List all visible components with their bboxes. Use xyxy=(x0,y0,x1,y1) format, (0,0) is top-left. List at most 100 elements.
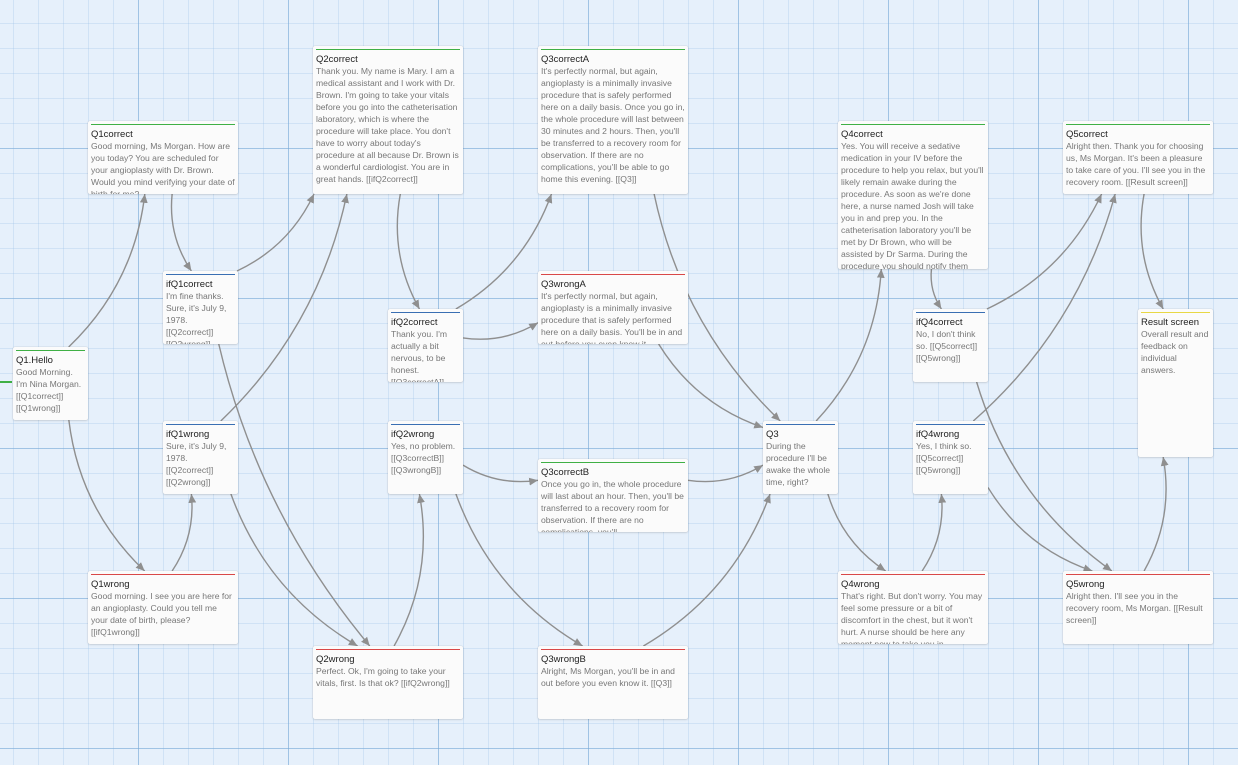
passage-ifq2correct[interactable]: ifQ2correct Thank you. I'm actually a bi… xyxy=(388,309,463,382)
passage-excerpt: Once you go in, the whole procedure will… xyxy=(541,479,684,532)
passage-excerpt: Good Morning. I'm Nina Morgan. [[Q1corre… xyxy=(16,367,82,413)
link-arrow-q3wronga-to-q3 xyxy=(658,343,764,429)
passage-excerpt: Yes, I think so. [[Q5correct]] [[Q5wrong… xyxy=(916,441,972,475)
link-arrow-q3-to-q4correct xyxy=(815,268,885,422)
passage-excerpt: Alright then. I'll see you in the recove… xyxy=(1066,591,1203,625)
passage-color-bar xyxy=(166,424,235,425)
passage-color-bar xyxy=(91,574,235,575)
link-arrow-ifq4wrong-to-q5wrong xyxy=(987,487,1093,572)
passage-excerpt: Good morning, Ms Morgan. How are you tod… xyxy=(91,141,235,194)
passage-title: Q3correctA xyxy=(541,54,590,65)
passage-title: Q3correctB xyxy=(541,467,590,478)
passage-excerpt: Thank you. My name is Mary. I am a medic… xyxy=(316,66,459,184)
passage-excerpt: Overall result and feedback on individua… xyxy=(1141,329,1209,375)
passage-color-bar xyxy=(1066,574,1210,575)
passage-color-bar xyxy=(316,49,460,50)
passage-q4correct[interactable]: Q4correct Yes. You will receive a sedati… xyxy=(838,121,988,269)
passage-color-bar xyxy=(91,124,235,125)
passage-excerpt: Alright then. Thank you for choosing us,… xyxy=(1066,141,1206,187)
passage-title: ifQ1wrong xyxy=(166,429,210,440)
passage-title: Q1wrong xyxy=(91,579,130,590)
start-marker xyxy=(0,381,12,383)
passage-color-bar xyxy=(841,574,985,575)
passage-color-bar xyxy=(16,350,85,351)
link-arrow-ifq4correct-to-q5correct xyxy=(986,193,1103,310)
passage-q2wrong[interactable]: Q2wrong Perfect. Ok, I'm going to take y… xyxy=(313,646,463,719)
passage-title: Q3wrongB xyxy=(541,654,586,665)
passage-q1wrong[interactable]: Q1wrong Good morning. I see you are here… xyxy=(88,571,238,644)
link-arrow-q4correct-to-ifq4correct xyxy=(930,268,942,310)
passage-color-bar xyxy=(766,424,835,425)
passage-ifq1correct[interactable]: ifQ1correct I'm fine thanks. Sure, it's … xyxy=(163,271,238,344)
passage-title: Q4wrong xyxy=(841,579,880,590)
passage-result-screen[interactable]: Result screen Overall result and feedbac… xyxy=(1138,309,1213,457)
passage-q4wrong[interactable]: Q4wrong That's right. But don't worry. Y… xyxy=(838,571,988,644)
passage-color-bar xyxy=(541,49,685,50)
passage-title: Q2wrong xyxy=(316,654,355,665)
passage-color-bar xyxy=(841,124,985,125)
link-arrow-q2correct-to-ifq2correct xyxy=(396,193,421,310)
link-arrow-q1wrong-to-ifq1wrong xyxy=(171,493,197,572)
passage-color-bar xyxy=(541,274,685,275)
passage-title: Q1.Hello xyxy=(16,355,53,366)
passage-color-bar xyxy=(1066,124,1210,125)
passage-q1-hello[interactable]: Q1.Hello Good Morning. I'm Nina Morgan. … xyxy=(13,347,88,420)
link-arrow-ifq1correct-to-q2correct xyxy=(236,193,315,272)
passage-excerpt: I'm fine thanks. Sure, it's July 9, 1978… xyxy=(166,291,227,344)
passage-title: Q2correct xyxy=(316,54,358,65)
passage-ifq4wrong[interactable]: ifQ4wrong Yes, I think so. [[Q5correct]]… xyxy=(913,421,988,494)
passage-q3correcta[interactable]: Q3correctA It's perfectly normal, but ag… xyxy=(538,46,688,194)
passage-q5correct[interactable]: Q5correct Alright then. Thank you for ch… xyxy=(1063,121,1213,194)
passage-ifq1wrong[interactable]: ifQ1wrong Sure, it's July 9, 1978. [[Q2c… xyxy=(163,421,238,494)
passage-color-bar xyxy=(916,312,985,313)
link-arrow-q2wrong-to-ifq2wrong xyxy=(393,493,425,647)
passage-title: ifQ4correct xyxy=(916,317,963,328)
passage-q3wrongb[interactable]: Q3wrongB Alright, Ms Morgan, you'll be i… xyxy=(538,646,688,719)
link-arrow-q5wrong-to-result xyxy=(1143,456,1169,572)
passage-title: ifQ2correct xyxy=(391,317,438,328)
passage-title: Q3 xyxy=(766,429,779,440)
passage-excerpt: That's right. But don't worry. You may f… xyxy=(841,591,983,644)
link-arrow-q1hello-to-q1wrong xyxy=(68,419,146,572)
link-arrow-q3-to-q4wrong xyxy=(827,493,887,572)
passage-excerpt: Yes. You will receive a sedative medicat… xyxy=(841,141,984,269)
passage-ifq4correct[interactable]: ifQ4correct No, I don't think so. [[Q5co… xyxy=(913,309,988,382)
passage-title: ifQ1correct xyxy=(166,279,213,290)
passage-q1correct[interactable]: Q1correct Good morning, Ms Morgan. How a… xyxy=(88,121,238,194)
passage-color-bar xyxy=(391,312,460,313)
passage-ifq2wrong[interactable]: ifQ2wrong Yes, no problem. [[Q3correctB]… xyxy=(388,421,463,494)
passage-title: Q5correct xyxy=(1066,129,1108,140)
passage-color-bar xyxy=(541,649,685,650)
passage-excerpt: No, I don't think so. [[Q5correct]] [[Q5… xyxy=(916,329,978,363)
passage-q2correct[interactable]: Q2correct Thank you. My name is Mary. I … xyxy=(313,46,463,194)
passage-color-bar xyxy=(391,424,460,425)
link-arrow-ifq1wrong-to-q2correct xyxy=(220,193,349,422)
passage-excerpt: It's perfectly normal, but again, angiop… xyxy=(541,291,683,344)
passage-title: Result screen xyxy=(1141,317,1200,328)
passage-q3correctb[interactable]: Q3correctB Once you go in, the whole pro… xyxy=(538,459,688,532)
passage-excerpt: Good morning. I see you are here for an … xyxy=(91,591,232,637)
link-arrow-ifq2correct-to-q3wronga xyxy=(462,322,539,340)
link-arrow-ifq1correct-to-q2wrong xyxy=(218,343,371,647)
passage-title: Q4correct xyxy=(841,129,883,140)
passage-q3wronga[interactable]: Q3wrongA It's perfectly normal, but agai… xyxy=(538,271,688,344)
link-arrow-q3correctb-to-q3 xyxy=(687,464,764,483)
passage-q3[interactable]: Q3 During the procedure I'll be awake th… xyxy=(763,421,838,494)
link-arrow-q5correct-to-result xyxy=(1140,193,1164,310)
passage-excerpt: Thank you. I'm actually a bit nervous, t… xyxy=(391,329,448,382)
passage-q5wrong[interactable]: Q5wrong Alright then. I'll see you in th… xyxy=(1063,571,1213,644)
passage-color-bar xyxy=(316,649,460,650)
passage-title: Q3wrongA xyxy=(541,279,586,290)
link-arrow-q1correct-to-ifq1correct xyxy=(170,193,192,272)
link-arrow-ifq2wrong-to-q3correctb xyxy=(462,464,539,486)
link-arrow-ifq4correct-to-q5wrong xyxy=(975,381,1113,572)
passage-excerpt: Perfect. Ok, I'm going to take your vita… xyxy=(316,666,450,688)
passage-excerpt: Alright, Ms Morgan, you'll be in and out… xyxy=(541,666,675,688)
passage-color-bar xyxy=(1141,312,1210,313)
passage-title: Q1correct xyxy=(91,129,133,140)
passage-color-bar xyxy=(916,424,985,425)
passage-excerpt: It's perfectly normal, but again, angiop… xyxy=(541,66,685,184)
passage-title: Q5wrong xyxy=(1066,579,1105,590)
passage-title: ifQ2wrong xyxy=(391,429,435,440)
